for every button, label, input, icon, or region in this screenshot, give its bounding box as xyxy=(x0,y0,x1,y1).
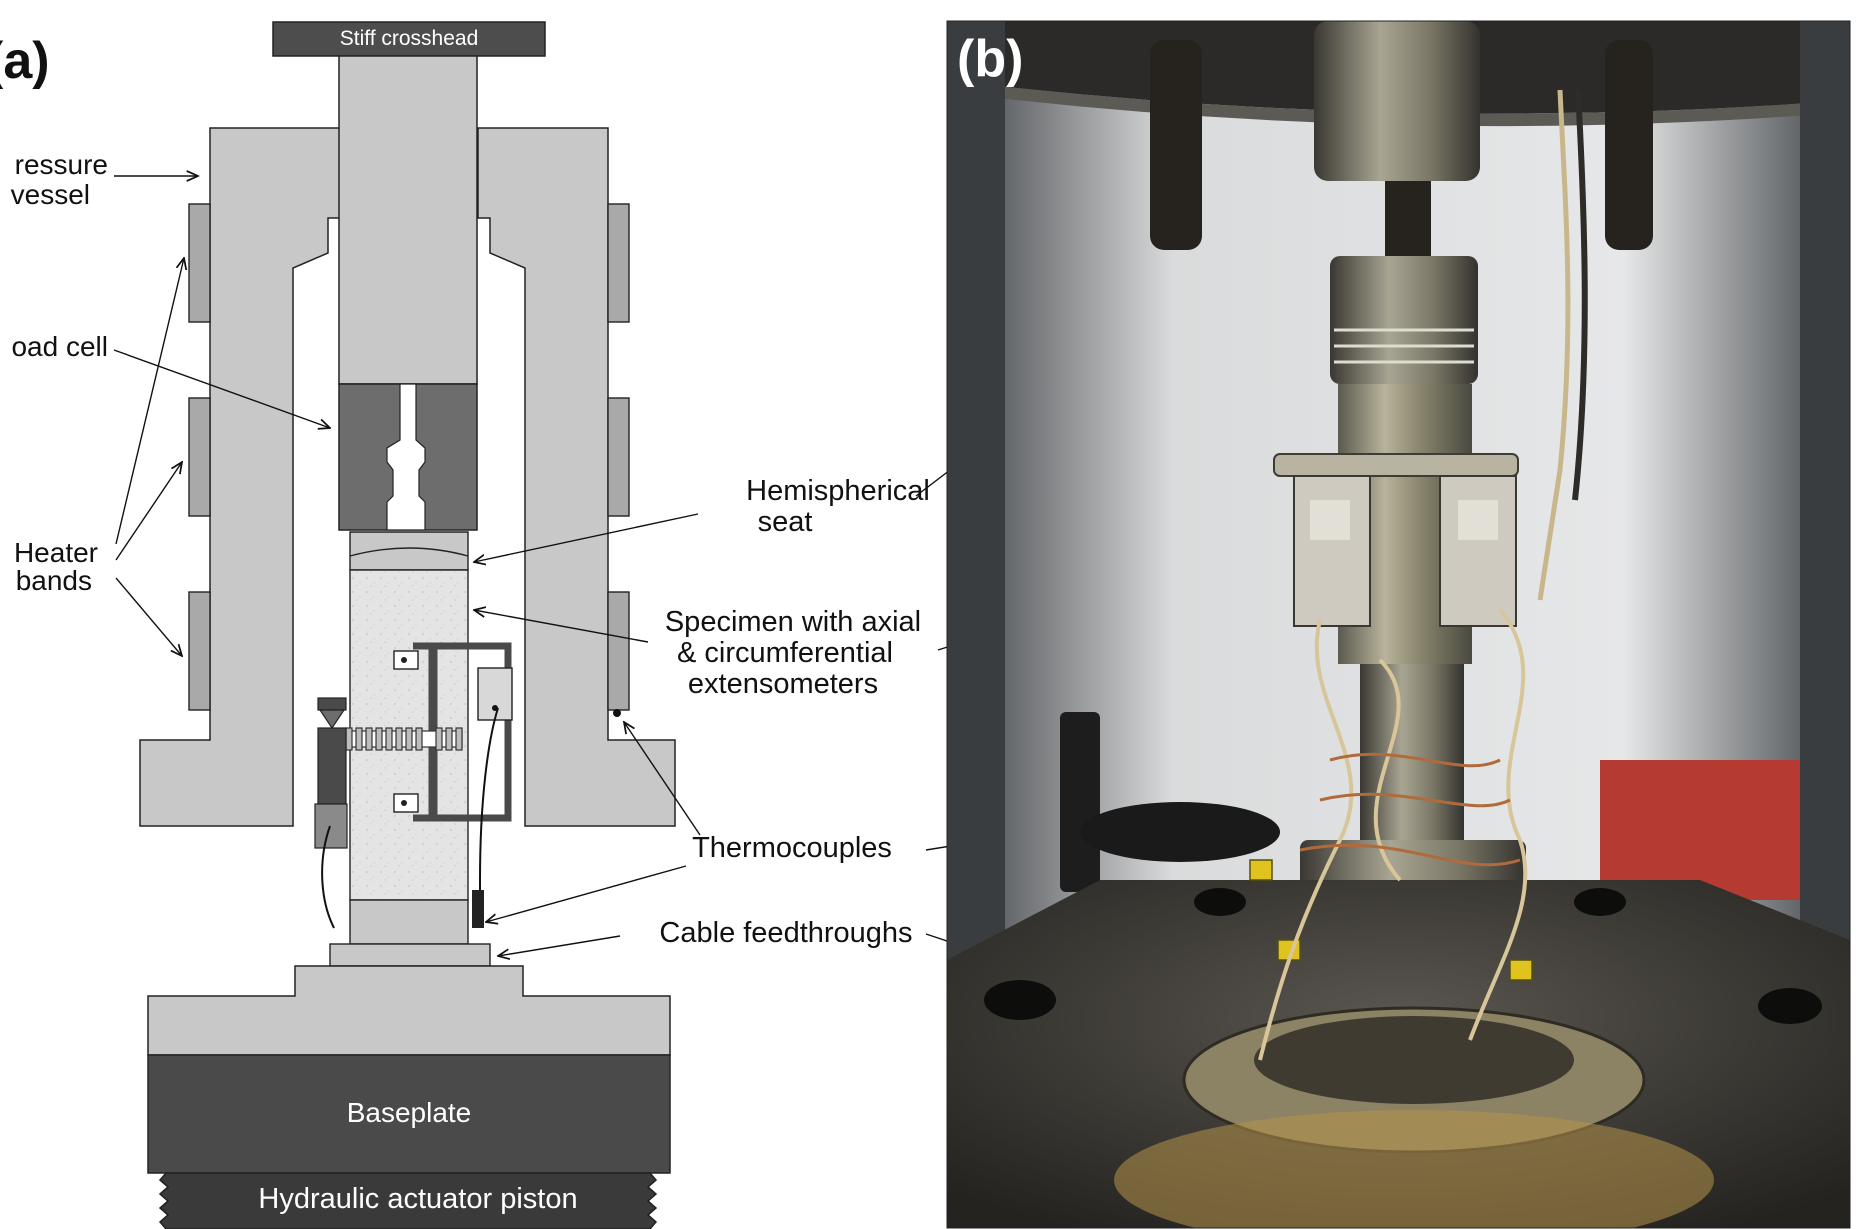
panel-b-photo: (b) xyxy=(946,20,1851,1229)
circumferential-chain xyxy=(339,727,463,751)
panel-b-label: (b) xyxy=(957,30,1023,88)
specimen-label-line1: Specimen with axial xyxy=(665,606,921,638)
thermocouple-dot xyxy=(613,709,621,717)
photo-extensometer-ring xyxy=(1273,453,1519,477)
stiff-crosshead xyxy=(272,21,546,57)
hemispherical-seat-arrow-left xyxy=(474,513,699,562)
heater-band-left-2 xyxy=(188,397,211,517)
heater-band-right-2 xyxy=(607,397,630,517)
thermocouple-arrow-left xyxy=(486,865,687,922)
pressure-vessel-label-line2: vessel xyxy=(11,179,90,210)
lower-platen xyxy=(349,899,469,945)
pressure-vessel-label-line1: ressure xyxy=(15,149,108,180)
threaded-rods xyxy=(1150,40,1653,270)
actuator-label: Hydraulic actuator piston xyxy=(258,1183,577,1215)
extensometer-sensor-box xyxy=(477,667,513,721)
panel-a-label: (a) xyxy=(0,32,50,90)
baseplate-label: Baseplate xyxy=(347,1097,472,1128)
heater-band-left-3 xyxy=(188,591,211,711)
thermocouples-label: Thermocouples xyxy=(692,832,892,864)
baseplate xyxy=(147,1054,671,1174)
hemispherical-seat-label-line1: Hemispherical xyxy=(746,475,930,507)
heater-band-left-1 xyxy=(188,203,211,323)
heater-arrow-2 xyxy=(115,462,182,561)
heater-arrow-1 xyxy=(115,258,184,545)
photo-frame xyxy=(946,20,1851,1229)
specimen-label-line2: & circumferential xyxy=(677,637,893,669)
cable-feedthroughs-arrow-left xyxy=(498,935,621,956)
sensor-wire-right xyxy=(479,707,499,928)
hemispherical-seat xyxy=(349,531,469,571)
axial-extensometer xyxy=(413,642,512,822)
sensor-wire-left xyxy=(321,825,335,929)
base-block xyxy=(147,965,671,1056)
specimen-label-line3: extensometers xyxy=(688,668,878,700)
hemispherical-seat-curve xyxy=(349,547,469,557)
feedthrough-plug xyxy=(472,890,484,928)
pressure-vessel-left-shape xyxy=(139,127,341,827)
thermocouple-arrow-vessel xyxy=(624,722,701,836)
hemispherical-seat-label-line2: seat xyxy=(758,506,813,538)
specimen-arrow-left xyxy=(474,610,649,643)
heater-band-right-3 xyxy=(607,591,630,711)
heater-bands-label-line1: Heater xyxy=(14,537,98,568)
crosshead-label: Stiff crosshead xyxy=(340,27,479,50)
loading-column xyxy=(338,55,478,385)
heater-arrow-3 xyxy=(115,577,182,656)
top-loadcell xyxy=(1314,21,1480,181)
load-cell-label: oad cell xyxy=(11,331,108,362)
heater-bands-label-line2: bands xyxy=(16,565,92,596)
load-cell-slot xyxy=(386,383,426,531)
pressure-vessel-right-shape xyxy=(477,127,676,827)
panel-a-schematic: Stiff crosshead xyxy=(0,21,676,1229)
lower-plate xyxy=(329,943,491,967)
upper-platen xyxy=(1330,256,1478,384)
load-cell-arrow xyxy=(113,349,330,428)
heater-band-right-1 xyxy=(607,203,630,323)
callouts: Hemispherical seat Specimen with axial &… xyxy=(474,186,1326,1020)
hydraulic-actuator xyxy=(158,1172,658,1229)
cable-feedthroughs-label: Cable feedthroughs xyxy=(659,917,912,949)
circumferential-sensor xyxy=(314,697,348,849)
